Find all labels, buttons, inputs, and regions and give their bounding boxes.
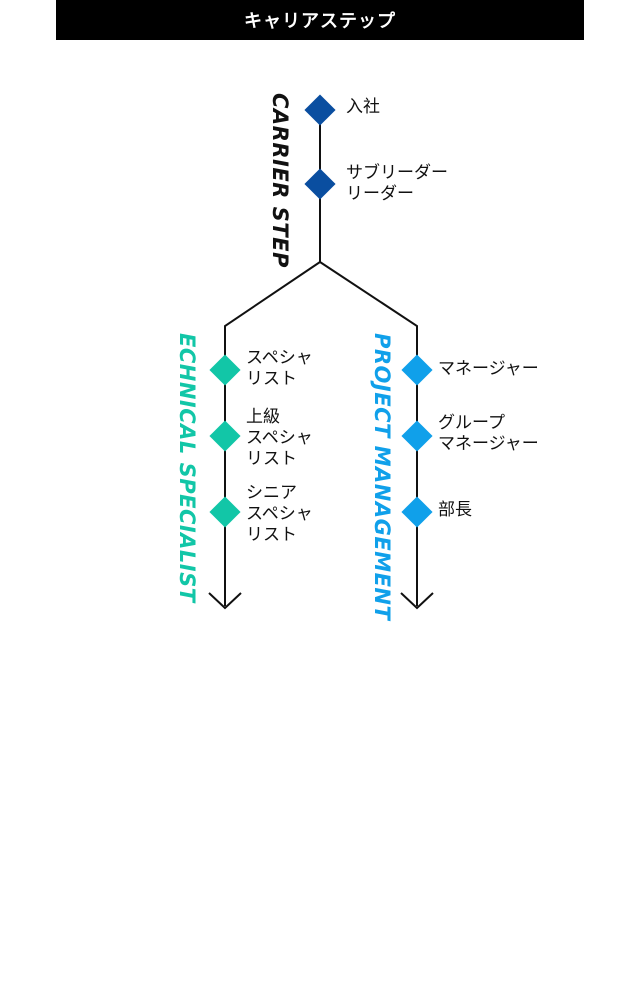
step-diamond-department-head (401, 496, 433, 528)
step-label-manager: マネージャー (438, 359, 539, 379)
step-label-line: リスト (246, 525, 297, 545)
step-label-line: シニア (246, 483, 297, 503)
step-label-senior-specialist: 上級 スペシャ リスト (246, 407, 313, 470)
step-diamond-joining (304, 94, 336, 126)
technical-specialist-title: ECHNICAL SPECIALIST (175, 333, 199, 603)
step-label-line: リスト (246, 369, 297, 389)
branch-right-line (319, 261, 418, 606)
step-label-department-head: 部長 (438, 500, 472, 520)
step-label-line: マネージャー (438, 434, 539, 454)
step-label-joining: 入社 (346, 97, 380, 117)
left-arrow-head (208, 592, 242, 610)
step-label-subleader-leader: サブリーダー リーダー (346, 163, 448, 205)
step-diamond-specialist (209, 354, 241, 386)
step-label-line: スペシャ (246, 348, 313, 368)
step-label-line: 上級 (246, 407, 280, 427)
step-label-line: グループ (438, 413, 505, 433)
header-bar: キャリアステップ (56, 0, 584, 40)
step-label-line: スペシャ (246, 428, 313, 448)
step-label-line: スペシャ (246, 504, 313, 524)
step-label-lead-specialist: シニア スペシャ リスト (246, 483, 313, 546)
step-diamond-group-manager (401, 420, 433, 452)
step-label-group-manager: グループ マネージャー (438, 413, 539, 455)
header-title: キャリアステップ (244, 11, 396, 32)
step-label-line: サブリーダー (346, 163, 448, 183)
step-diamond-lead-specialist (209, 496, 241, 528)
step-label-specialist: スペシャ リスト (246, 348, 313, 390)
step-diamond-manager (401, 354, 433, 386)
step-diamond-leader (304, 168, 336, 200)
step-diamond-senior-specialist (209, 420, 241, 452)
right-arrow-head (400, 592, 434, 610)
project-management-title: PROJECT MANAGEMENT (370, 333, 394, 621)
step-label-line: リーダー (346, 184, 414, 204)
carrier-step-title: CARRIER STEP (268, 93, 292, 268)
step-label-line: リスト (246, 449, 297, 469)
